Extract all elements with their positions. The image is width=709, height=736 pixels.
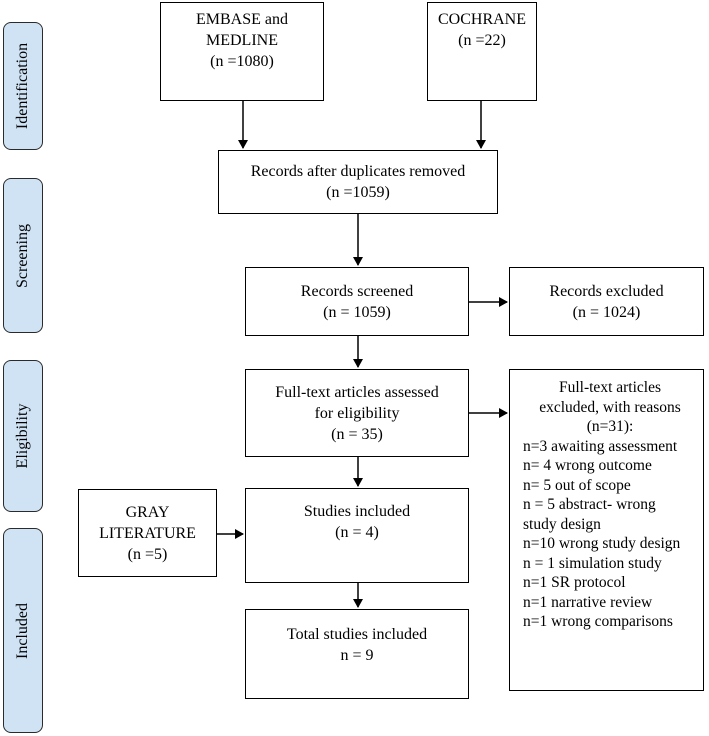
- excluded-line-2: (n = 1024): [572, 303, 641, 321]
- duplicates-removed-box: Records after duplicates removed (n =105…: [218, 150, 498, 214]
- screened-line-2: (n = 1059): [323, 303, 391, 321]
- screened-line-1: Records screened: [300, 282, 414, 300]
- fulltext-line-3: (n = 35): [331, 425, 383, 443]
- stage-identification-tab: Identification: [3, 22, 43, 150]
- gray-line-2: LITERATURE: [99, 524, 196, 542]
- embase-line-3: (n =1080): [210, 53, 274, 70]
- embase-line-2: MEDLINE: [206, 32, 278, 49]
- reason-item: n = 5 abstract- wrong: [523, 496, 656, 513]
- fulltext-assessed-box: Full-text articles assessed for eligibil…: [245, 369, 469, 457]
- duplicates-line-1: Records after duplicates removed: [250, 163, 466, 180]
- studies-included-box: Studies included (n = 4): [245, 488, 469, 583]
- reason-item: n= 4 wrong outcome: [523, 457, 652, 474]
- stage-eligibility-tab: Eligibility: [3, 360, 43, 512]
- stage-included-tab: Included: [3, 528, 43, 733]
- reason-item: n = 1 simulation study: [523, 554, 662, 572]
- fulltext-line-2: for eligibility: [314, 404, 400, 422]
- records-excluded-box: Records excluded (n = 1024): [509, 267, 704, 336]
- embase-medline-box: EMBASE and MEDLINE (n =1080): [160, 2, 324, 101]
- studies-line-1: Studies included: [303, 503, 411, 520]
- reason-item: n=3 awaiting assessment: [523, 437, 678, 455]
- cochrane-line-1: COCHRANE: [437, 11, 526, 28]
- embase-line-1: EMBASE and: [196, 11, 288, 28]
- gray-literature-box: GRAY LITERATURE (n =5): [78, 489, 217, 577]
- reason-item: n=1 narrative review: [523, 593, 653, 611]
- cochrane-box: COCHRANE (n =22): [427, 2, 537, 101]
- reason-item: n=1 SR protocol: [523, 574, 626, 591]
- reason-item: n=10 wrong study design: [523, 535, 681, 552]
- records-screened-box: Records screened (n = 1059): [245, 267, 469, 336]
- reason-item: n= 5 out of scope: [523, 476, 631, 494]
- stage-screening-tab: Screening: [3, 178, 43, 333]
- reasons-heading-2: excluded, with reasons: [539, 398, 681, 416]
- total-line-1: Total studies included: [286, 626, 428, 643]
- reason-item: study design: [523, 515, 601, 533]
- reason-item: n=1 wrong comparisons: [523, 613, 673, 630]
- total-included-box: Total studies included n = 9: [245, 609, 469, 699]
- studies-line-2: (n = 4): [335, 524, 379, 541]
- duplicates-line-2: (n =1059): [326, 184, 390, 201]
- fulltext-line-1: Full-text articles assessed: [275, 383, 439, 401]
- gray-line-1: GRAY: [125, 503, 170, 521]
- gray-line-3: (n =5): [127, 545, 168, 563]
- cochrane-line-2: (n =22): [458, 32, 506, 49]
- reasons-heading-1: Full-text articles: [558, 379, 661, 396]
- reasons-heading-3: (n=31):: [586, 418, 634, 435]
- fulltext-excluded-box: Full-text articles excluded, with reason…: [509, 369, 704, 691]
- total-line-2: n = 9: [340, 647, 374, 664]
- excluded-line-1: Records excluded: [549, 282, 664, 300]
